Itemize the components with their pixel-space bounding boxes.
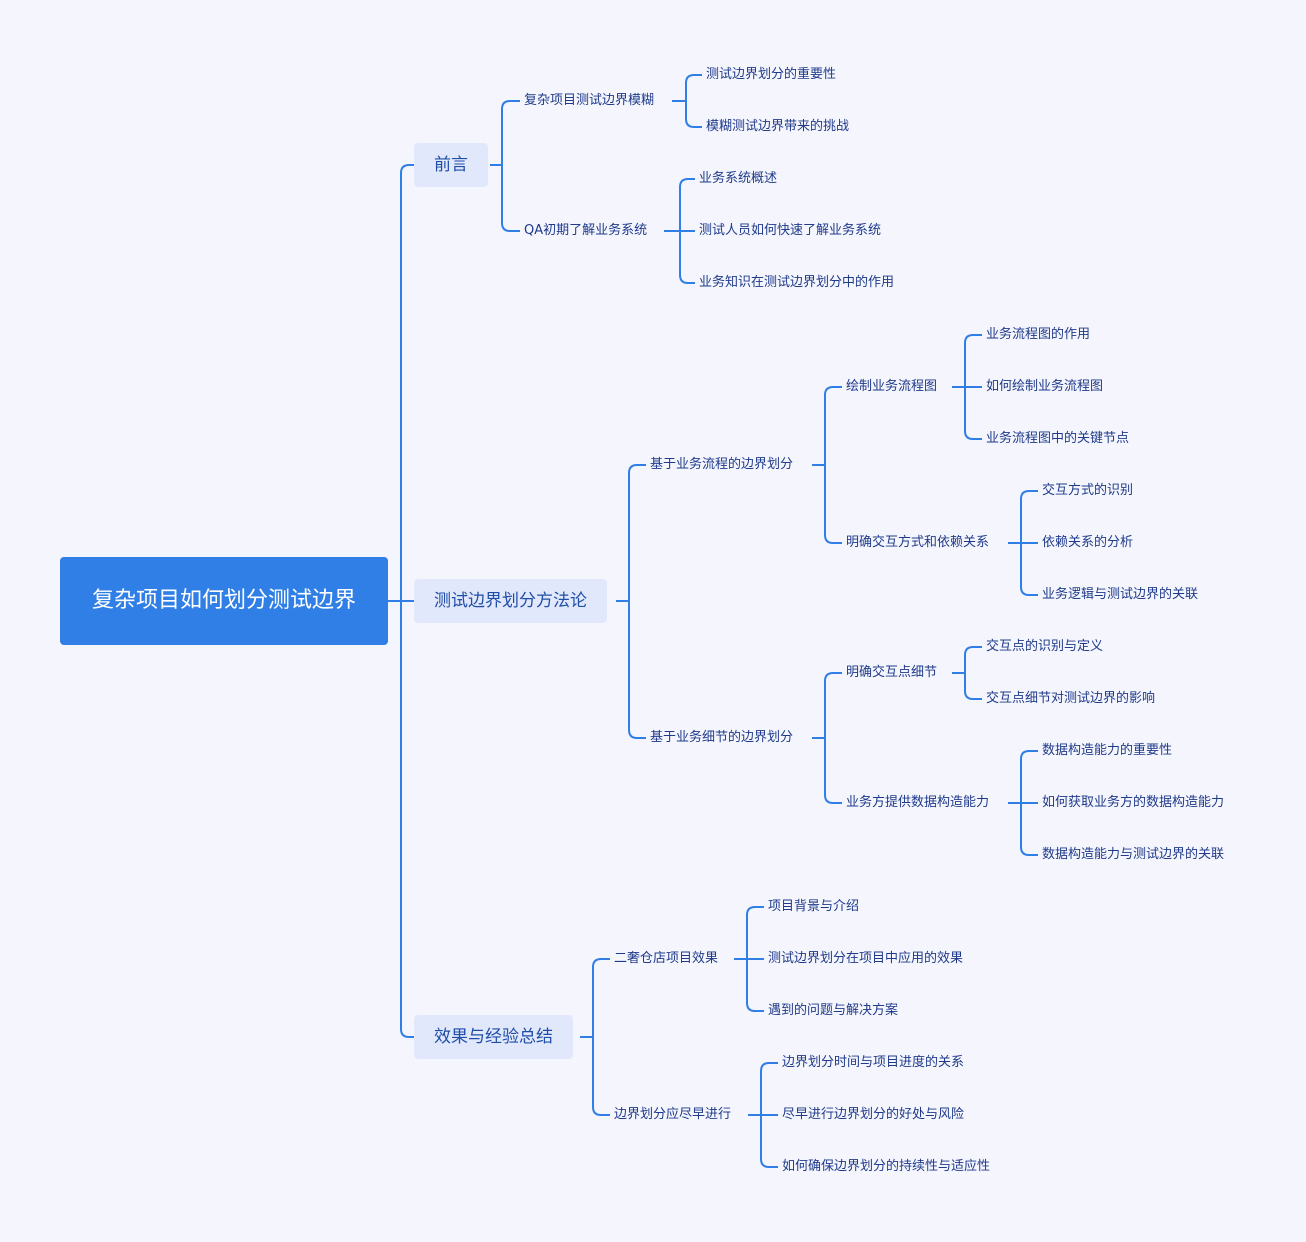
branch-methodology[interactable]: 测试边界划分方法论 [414,579,607,623]
connector-branch [746,906,764,959]
detail-node[interactable]: 数据构造能力的重要性 [1042,743,1173,758]
topic-node[interactable]: 二奢仓店项目效果 [614,951,719,966]
subtopic-node[interactable]: 测试人员如何快速了解业务系统 [699,223,882,238]
detail-node[interactable]: 数据构造能力与测试边界的关联 [1042,847,1225,862]
connector-branch [685,74,702,101]
connector-branch [592,1037,610,1116]
subtopic-node[interactable]: 尽早进行边界划分的好处与风险 [782,1107,965,1122]
connector-branch [1020,543,1038,596]
subtopic-node[interactable]: 业务方提供数据构造能力 [846,795,990,810]
root-node[interactable]: 复杂项目如何划分测试边界 [60,557,388,645]
detail-node[interactable]: 业务流程图的作用 [986,327,1091,342]
connector-branch [964,387,982,440]
connector-branch [592,958,610,1037]
connector-branch [746,959,764,1012]
topic-node[interactable]: QA初期了解业务系统 [524,223,648,238]
connector-branch [760,1062,778,1115]
connector-branch [679,231,695,284]
branch-preface[interactable]: 前言 [414,143,488,187]
subtopic-node[interactable]: 边界划分时间与项目进度的关系 [782,1055,965,1070]
connector-branch [824,738,842,804]
subtopic-node[interactable]: 业务知识在测试边界划分中的作用 [699,275,895,290]
subtopic-node[interactable]: 明确交互点细节 [846,665,938,680]
topic-node[interactable]: 边界划分应尽早进行 [614,1107,732,1122]
connector-branch [1020,803,1038,856]
subtopic-node[interactable]: 遇到的问题与解决方案 [768,1003,899,1018]
detail-node[interactable]: 业务流程图中的关键节点 [986,431,1130,446]
detail-node[interactable]: 交互点细节对测试边界的影响 [986,691,1156,706]
connector-branch [824,672,842,738]
topic-node[interactable]: 复杂项目测试边界模糊 [524,93,655,108]
subtopic-node[interactable]: 测试边界划分在项目中应用的效果 [768,951,964,966]
detail-node[interactable]: 如何获取业务方的数据构造能力 [1042,795,1225,810]
connector-branch [628,464,646,601]
detail-node[interactable]: 交互点的识别与定义 [986,639,1104,654]
connector-branch [760,1115,778,1168]
connector-branch [964,673,982,700]
detail-node[interactable]: 业务逻辑与测试边界的关联 [1042,587,1199,602]
subtopic-node[interactable]: 测试边界划分的重要性 [706,67,837,82]
subtopic-node[interactable]: 业务系统概述 [699,171,778,186]
connector-branch [964,334,982,387]
connector-branch [679,178,695,231]
connector-branch [964,646,982,673]
subtopic-node[interactable]: 模糊测试边界带来的挑战 [706,119,850,134]
connector-branch [1020,750,1038,803]
subtopic-node[interactable]: 项目背景与介绍 [768,899,860,914]
subtopic-node[interactable]: 明确交互方式和依赖关系 [846,535,990,550]
connector-branch [1020,490,1038,543]
connector-branch [400,164,414,601]
connector-branch [400,601,414,1038]
connector-branch [501,165,520,232]
subtopic-node[interactable]: 绘制业务流程图 [846,379,938,394]
topic-node[interactable]: 基于业务流程的边界划分 [650,457,794,472]
connector-branch [685,101,702,128]
connector-branch [824,386,842,465]
detail-node[interactable]: 依赖关系的分析 [1042,535,1134,550]
detail-node[interactable]: 交互方式的识别 [1042,483,1134,498]
topic-node[interactable]: 基于业务细节的边界划分 [650,730,794,745]
connector-branch [824,465,842,544]
connector-branch [501,100,520,165]
detail-node[interactable]: 如何绘制业务流程图 [986,379,1104,394]
branch-summary[interactable]: 效果与经验总结 [414,1015,573,1059]
connector-branch [628,601,646,739]
subtopic-node[interactable]: 如何确保边界划分的持续性与适应性 [782,1159,991,1174]
